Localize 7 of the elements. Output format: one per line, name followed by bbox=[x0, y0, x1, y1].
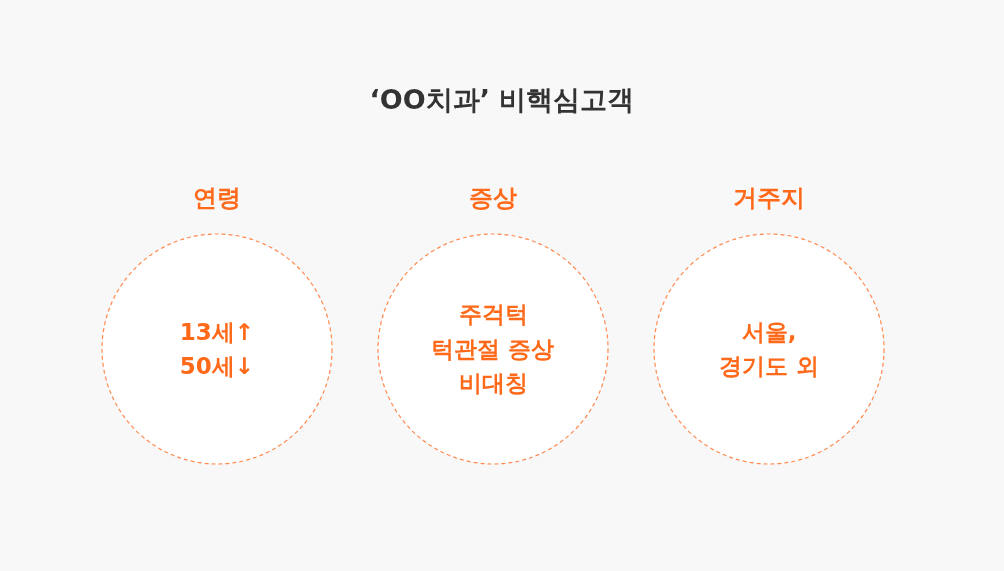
category-value: 13세↑ 50세↓ bbox=[178, 317, 256, 381]
category-heading: 증상 bbox=[468, 183, 518, 214]
category-heading: 거주지 bbox=[732, 183, 806, 214]
category-heading: 연령 bbox=[192, 183, 242, 214]
category-value: 서울, 경기도 외 bbox=[718, 317, 820, 381]
category-value: 주걱턱 턱관절 증상 비대칭 bbox=[430, 300, 556, 399]
title: ‘OO치과’ 비핵심고객 bbox=[368, 83, 636, 117]
